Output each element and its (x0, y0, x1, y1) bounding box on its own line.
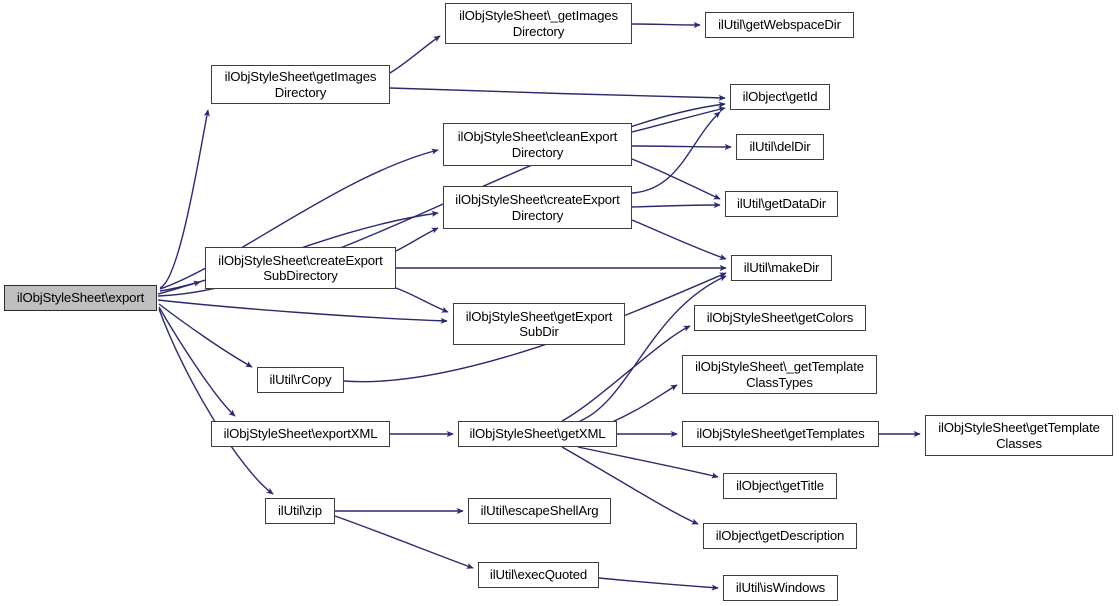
node-label-export: ilObjStyleSheet\export (16, 290, 145, 306)
call-graph-node-getImagesDirectory[interactable]: ilObjStyleSheet\getImages Directory (211, 65, 390, 104)
node-label-getColors: ilObjStyleSheet\getColors (706, 310, 854, 326)
call-graph-node-zip[interactable]: ilUtil\zip (265, 498, 335, 524)
node-label-_getImagesDirectory: ilObjStyleSheet\_getImages Directory (459, 8, 618, 39)
call-edge-_getImagesDirectory-to-getWebspaceDir (631, 21, 701, 29)
call-edge-getXML-to-_getTemplateClassTypes (609, 384, 678, 424)
call-graph-node-getExportSubDir[interactable]: ilObjStyleSheet\getExport SubDir (453, 303, 625, 345)
node-label-cleanExportDirectory: ilObjStyleSheet\cleanExport Directory (457, 129, 618, 160)
call-edge-getXML-to-getTitle (577, 446, 719, 479)
node-label-createExportDirectory: ilObjStyleSheet\createExport Directory (455, 192, 620, 223)
node-label-getExportSubDir: ilObjStyleSheet\getExport SubDir (465, 308, 613, 340)
node-label-getWebspaceDir: ilUtil\getWebspaceDir (718, 17, 841, 33)
call-edge-export-to-exportXML (158, 306, 236, 417)
call-graph-node-getWebspaceDir[interactable]: ilUtil\getWebspaceDir (705, 12, 854, 38)
call-edge-export-to-zip (158, 308, 274, 495)
call-graph-node-rCopy[interactable]: ilUtil\rCopy (257, 367, 344, 393)
call-graph-node-getId[interactable]: ilObject\getId (730, 84, 830, 110)
node-label-getTitle: ilObject\getTitle (736, 478, 824, 494)
call-edge-cleanExportDirectory-to-getId (631, 106, 726, 133)
call-graph-node-getXML[interactable]: ilObjStyleSheet\getXML (458, 421, 617, 447)
call-graph-node-getColors[interactable]: ilObjStyleSheet\getColors (694, 305, 866, 331)
node-label-getDataDir: ilUtil\getDataDir (736, 196, 827, 212)
call-edge-export-to-getImagesDirectory (159, 109, 210, 289)
call-graph-node-export[interactable]: ilObjStyleSheet\export (4, 285, 157, 311)
call-graph-node-isWindows[interactable]: ilUtil\isWindows (723, 575, 838, 601)
node-label-isWindows: ilUtil\isWindows (735, 580, 826, 596)
node-label-zip: ilUtil\zip (278, 503, 322, 519)
call-edge-createExportDirectory-to-getId (631, 111, 721, 194)
node-label-rCopy: ilUtil\rCopy (269, 372, 332, 388)
call-graph-node-getTitle[interactable]: ilObject\getTitle (723, 473, 837, 499)
call-edge-createExportSubDir-to-createExportDirectory (395, 227, 439, 252)
call-graph-node-exportXML[interactable]: ilObjStyleSheet\exportXML (211, 421, 390, 447)
node-label-_getTemplateClassTypes: ilObjStyleSheet\_getTemplate ClassTypes (695, 359, 864, 390)
node-label-exportXML: ilObjStyleSheet\exportXML (223, 426, 378, 442)
node-label-getId: ilObject\getId (742, 89, 818, 105)
node-label-makeDir: ilUtil\makeDir (743, 260, 820, 276)
call-graph-node-execQuoted[interactable]: ilUtil\execQuoted (478, 562, 599, 588)
node-label-delDir: ilUtil\delDir (749, 139, 811, 155)
call-graph-node-getTemplateClasses[interactable]: ilObjStyleSheet\getTemplate Classes (925, 415, 1113, 456)
call-edge-cleanExportDirectory-to-getDataDir (631, 158, 721, 200)
call-graph-node-_getTemplateClassTypes[interactable]: ilObjStyleSheet\_getTemplate ClassTypes (682, 355, 877, 394)
call-edge-getImagesDirectory-to-_getImagesDirectory (389, 35, 441, 74)
call-graph-node-cleanExportDirectory[interactable]: ilObjStyleSheet\cleanExport Directory (443, 123, 632, 166)
call-edge-getImagesDirectory-to-getId (389, 87, 726, 101)
node-label-getImagesDirectory: ilObjStyleSheet\getImages Directory (224, 69, 377, 100)
call-graph-node-getTemplates[interactable]: ilObjStyleSheet\getTemplates (682, 421, 879, 447)
call-edge-createExportDirectory-to-makeDir (631, 219, 727, 260)
node-label-escapeShellArg: ilUtil\escapeShellArg (480, 503, 599, 519)
call-graph-node-getDescription[interactable]: ilObject\getDescription (703, 523, 857, 549)
call-graph-node-delDir[interactable]: ilUtil\delDir (736, 134, 824, 160)
call-edge-export-to-createExportSubDir (157, 280, 201, 295)
call-edge-zip-to-execQuoted (334, 515, 474, 569)
call-graph-node-escapeShellArg[interactable]: ilUtil\escapeShellArg (468, 498, 611, 524)
node-label-getTemplateClasses: ilObjStyleSheet\getTemplate Classes (938, 420, 1100, 451)
call-edge-getXML-to-makeDir (579, 275, 727, 422)
call-graph-node-makeDir[interactable]: ilUtil\makeDir (731, 255, 832, 281)
call-graph-node-createExportSubDir[interactable]: ilObjStyleSheet\createExport SubDirector… (205, 247, 396, 289)
call-edge-createExportSubDir-to-getExportSubDir (395, 287, 449, 313)
node-label-getDescription: ilObject\getDescription (715, 528, 845, 544)
call-edge-cleanExportDirectory-to-delDir (631, 143, 732, 151)
call-graph-node-_getImagesDirectory[interactable]: ilObjStyleSheet\_getImages Directory (445, 3, 632, 44)
call-edge-createExportDirectory-to-getDataDir (631, 201, 721, 209)
call-edge-export-to-rCopy (158, 303, 253, 368)
node-label-getTemplates: ilObjStyleSheet\getTemplates (696, 426, 865, 442)
node-label-getXML: ilObjStyleSheet\getXML (469, 426, 606, 442)
node-label-createExportSubDir: ilObjStyleSheet\createExport SubDirector… (218, 252, 383, 284)
node-label-execQuoted: ilUtil\execQuoted (489, 567, 588, 583)
call-graph-node-getDataDir[interactable]: ilUtil\getDataDir (725, 191, 838, 217)
call-edge-export-to-getExportSubDir (157, 299, 448, 324)
call-edge-execQuoted-to-isWindows (598, 577, 719, 591)
call-graph-node-createExportDirectory[interactable]: ilObjStyleSheet\createExport Directory (443, 186, 632, 229)
